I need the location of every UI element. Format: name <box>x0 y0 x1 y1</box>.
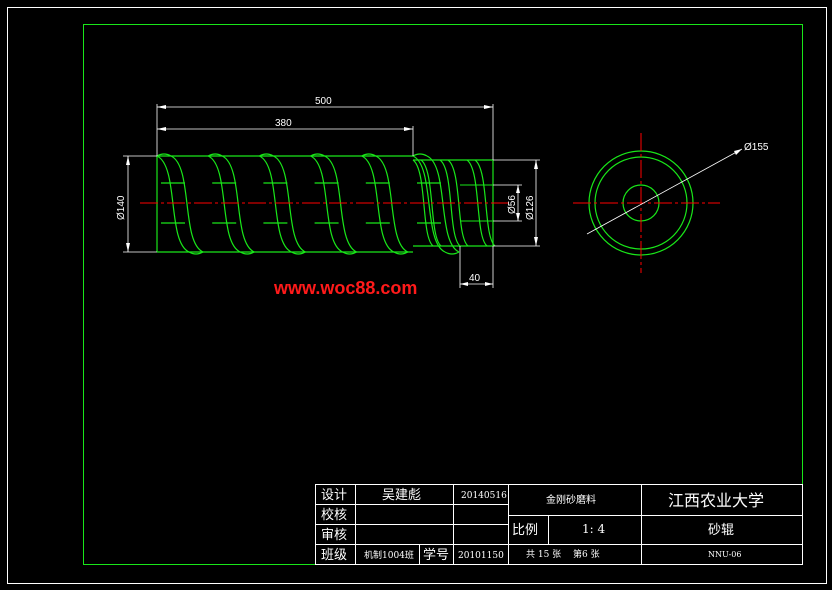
title-block <box>315 484 803 565</box>
groove-flight <box>273 155 306 253</box>
scale-value: 1: 4 <box>582 522 605 536</box>
label-check: 校核 <box>321 507 347 523</box>
groove-flight <box>221 155 255 253</box>
school-name: 江西农业大学 <box>668 491 764 510</box>
label-student-no: 学号 <box>423 547 449 563</box>
sheet-info: 共 15 张 第6 张 <box>526 548 600 560</box>
groove-flight <box>361 155 395 253</box>
project-name: 金刚砂磨料 <box>546 493 596 506</box>
end-view-diameter-label: Ø155 <box>744 142 769 153</box>
roller-side-view <box>140 153 510 255</box>
dim-threaded-length: 380 <box>275 118 292 129</box>
label-class: 班级 <box>321 548 347 563</box>
class-value: 机制1004班 <box>364 549 414 561</box>
label-design: 设计 <box>321 488 347 503</box>
end-view-arrowhead <box>734 149 742 155</box>
watermark-text: www.woc88.com <box>273 278 417 298</box>
groove-flight <box>375 155 409 253</box>
helical-groove <box>156 153 496 255</box>
dim-diameter-inner: Ø56 <box>507 195 518 214</box>
groove-flight <box>324 155 357 253</box>
groove-flight <box>259 155 292 253</box>
roller-end-view: Ø155 <box>573 133 769 273</box>
designer-name: 吴建彪 <box>382 488 421 503</box>
label-scale: 比例 <box>512 523 538 538</box>
dim-diameter-left: Ø140 <box>116 195 127 220</box>
dim-overall-length: 500 <box>315 96 332 107</box>
dim-end-length: 40 <box>469 273 481 284</box>
outer-sheet-border <box>7 7 827 584</box>
student-no-value: 20101150 <box>458 551 504 561</box>
groove-flight <box>207 155 241 253</box>
crest-top <box>412 153 428 157</box>
design-date: 20140516 <box>461 491 507 501</box>
part-name: 砂辊 <box>708 523 734 538</box>
end-view-diameter-leader <box>586 148 743 235</box>
dimension-annotations <box>123 104 540 288</box>
drawing-number: NNU-06 <box>708 550 741 559</box>
groove-flight <box>156 155 190 253</box>
dim-diameter-right: Ø126 <box>525 195 536 220</box>
label-review: 审核 <box>321 528 347 543</box>
inner-drawing-frame <box>83 24 803 565</box>
crest-bottom <box>444 251 460 255</box>
groove-flight <box>310 155 343 253</box>
groove-flight <box>170 155 204 253</box>
